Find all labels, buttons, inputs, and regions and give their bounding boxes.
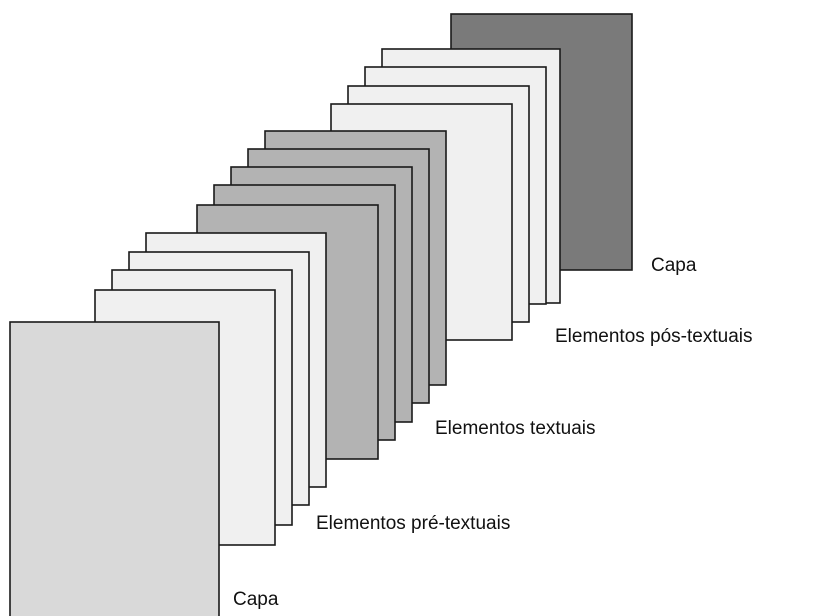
front-cover-sheet xyxy=(9,321,220,616)
label-pre-textual: Elementos pré-textuais xyxy=(316,513,510,534)
label-post-textual: Elementos pós-textuais xyxy=(555,326,753,347)
sheet-stack xyxy=(9,13,633,616)
label-back-cover: Capa xyxy=(651,255,697,276)
label-front-cover: Capa xyxy=(233,589,279,610)
label-textual: Elementos textuais xyxy=(435,418,596,439)
section-labels: Capa Elementos pós-textuais Elementos te… xyxy=(233,255,753,610)
